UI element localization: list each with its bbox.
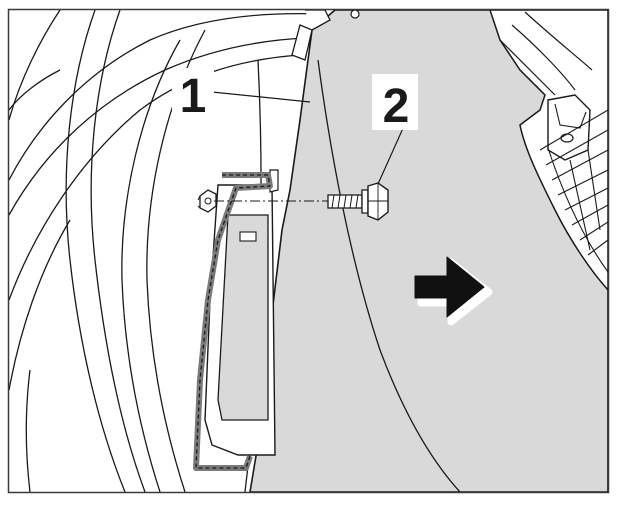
- callout-1-leader: [211, 91, 311, 103]
- callout-2-leader: [377, 125, 405, 185]
- callout-1-box: [172, 68, 214, 118]
- nut-mount: [197, 189, 217, 213]
- callout-1-label: 1: [180, 70, 207, 123]
- highlight-outline-dashes: [195, 174, 271, 469]
- bracket-slot: [239, 231, 257, 242]
- callout-2-label: 2: [383, 80, 410, 133]
- panel-crease: [317, 59, 461, 492]
- bracket-detail: [554, 103, 587, 129]
- body-structure-edges: [499, 11, 593, 96]
- upper-clip-tab: [305, 10, 331, 31]
- callout-2-box: [372, 74, 418, 130]
- vent-grille: [539, 109, 608, 273]
- mounting-bracket: [547, 94, 591, 161]
- bracket-inner-face: [217, 214, 269, 421]
- wheel-arch-lines: [9, 10, 321, 492]
- bracket-hole: [560, 133, 574, 143]
- upper-fastener: [350, 10, 360, 19]
- arrow-right-icon: [414, 256, 493, 326]
- bolt: [327, 182, 389, 221]
- upper-clip: [291, 24, 313, 61]
